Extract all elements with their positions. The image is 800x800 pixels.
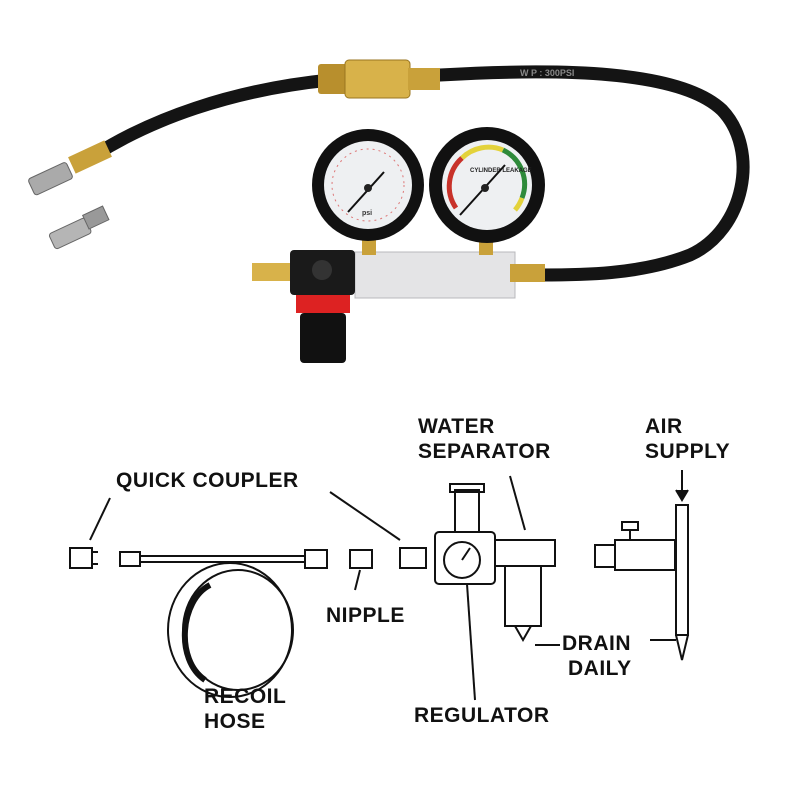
label-regulator: REGULATOR bbox=[414, 704, 550, 727]
manifold-block bbox=[354, 251, 516, 299]
label-recoil: RECOIL bbox=[204, 685, 287, 708]
hose-print: W P : 300PSI bbox=[520, 68, 574, 78]
label-nipple: NIPPLE bbox=[326, 604, 405, 627]
setup-diagram bbox=[69, 470, 689, 701]
leakage-gauge: CYLINDER LEAKAGE bbox=[429, 127, 545, 243]
label-hose: HOSE bbox=[204, 710, 266, 733]
label-quick-coupler: QUICK COUPLER bbox=[116, 469, 299, 492]
label-daily: DAILY bbox=[568, 657, 632, 680]
label-supply: SUPPLY bbox=[645, 440, 731, 463]
pressure-gauge: psi bbox=[312, 129, 424, 241]
brass-quick-coupler bbox=[318, 59, 440, 99]
pressure-regulator bbox=[252, 250, 355, 363]
gauge-unit: psi bbox=[362, 210, 372, 217]
label-air: AIR bbox=[645, 415, 683, 438]
label-drain: DRAIN bbox=[562, 632, 631, 655]
label-water: WATER bbox=[418, 415, 495, 438]
label-separator: SEPARATOR bbox=[418, 440, 551, 463]
hose-end-fitting bbox=[28, 140, 112, 196]
spare-adapter-fitting bbox=[48, 205, 110, 250]
hose bbox=[88, 65, 750, 282]
